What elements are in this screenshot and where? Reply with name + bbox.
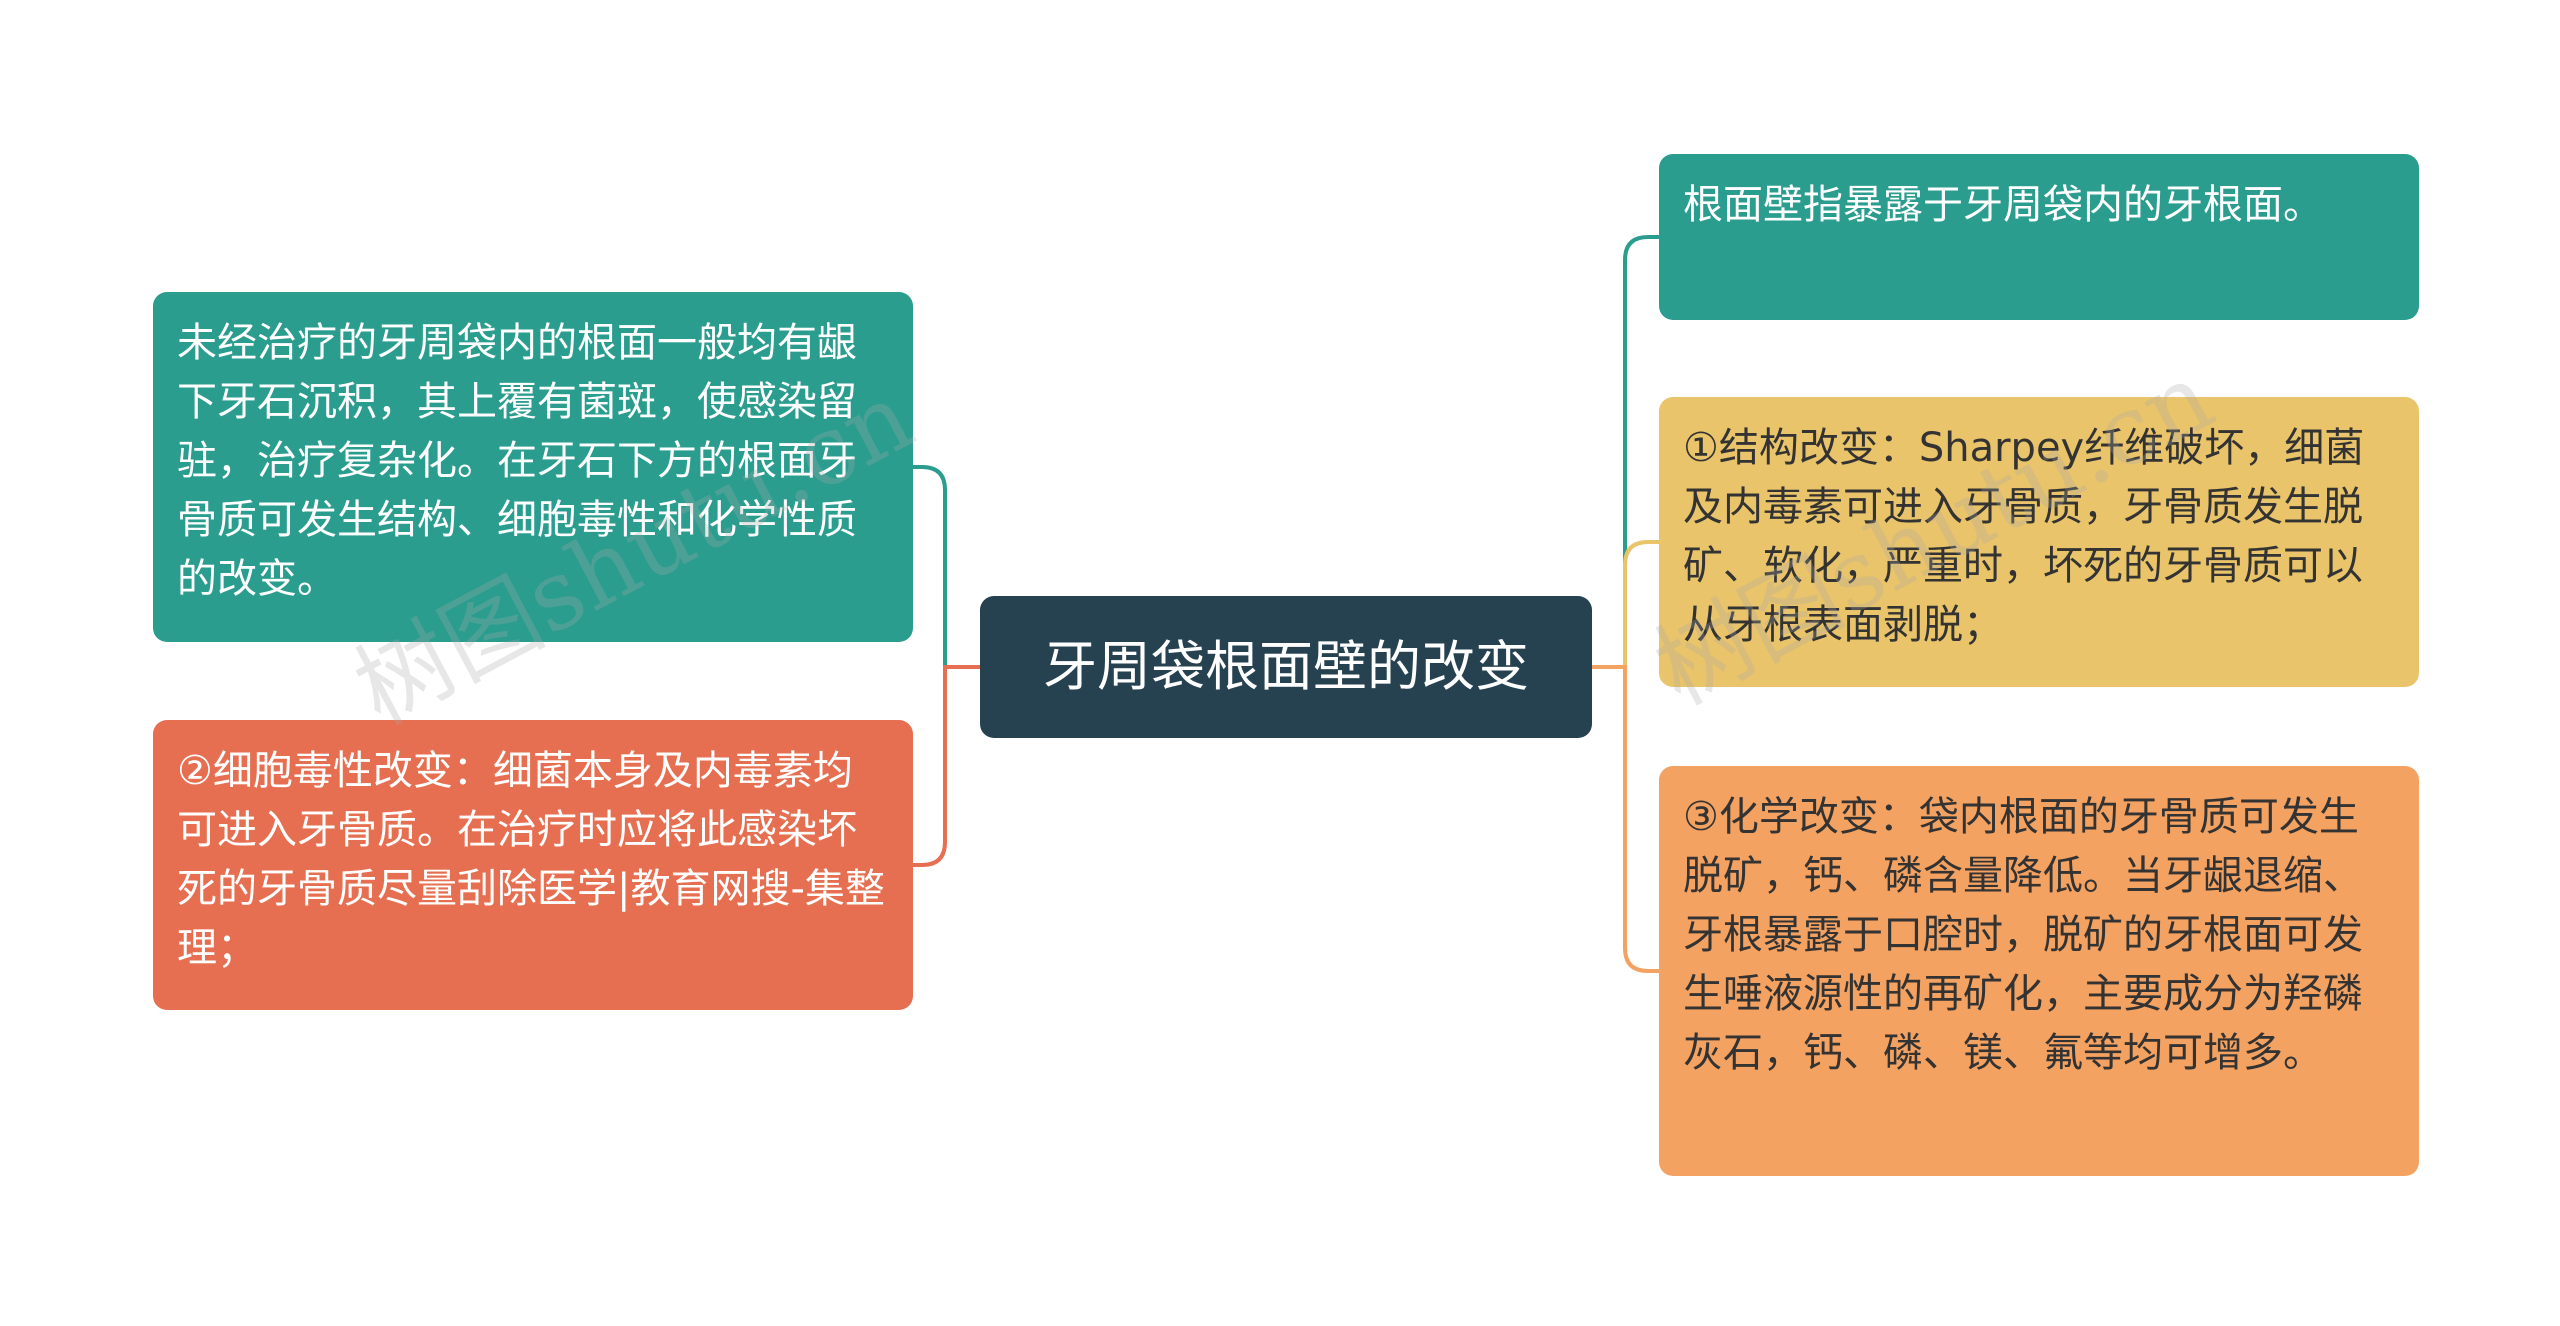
right-topic-1[interactable]: 根面壁指暴露于牙周袋内的牙根面。 — [1659, 154, 2419, 320]
left-topic-1[interactable]: 未经治疗的牙周袋内的根面一般均有龈下牙石沉积，其上覆有菌斑，使感染留驻，治疗复杂… — [153, 292, 913, 642]
connector-root-to-left-1 — [913, 465, 980, 669]
root-topic[interactable]: 牙周袋根面壁的改变 — [980, 596, 1592, 738]
right-topic-3[interactable]: ③化学改变：袋内根面的牙骨质可发生脱矿，钙、磷含量降低。当牙龈退缩、牙根暴露于口… — [1659, 766, 2419, 1176]
connector-root-to-right-1 — [1592, 235, 1659, 669]
connector-root-to-right-3 — [1592, 665, 1659, 973]
connector-root-to-right-2 — [1592, 540, 1659, 669]
connector-root-to-left-2 — [913, 665, 980, 867]
root-topic-label: 牙周袋根面壁的改变 — [1043, 635, 1529, 698]
left-topic-2[interactable]: ②细胞毒性改变：细菌本身及内毒素均可进入牙骨质。在治疗时应将此感染坏死的牙骨质尽… — [153, 720, 913, 1010]
left-topic-2-text: ②细胞毒性改变：细菌本身及内毒素均可进入牙骨质。在治疗时应将此感染坏死的牙骨质尽… — [177, 748, 885, 971]
left-topic-1-text: 未经治疗的牙周袋内的根面一般均有龈下牙石沉积，其上覆有菌斑，使感染留驻，治疗复杂… — [177, 320, 857, 602]
right-topic-2-text: ①结构改变：Sharpey纤维破坏，细菌及内毒素可进入牙骨质，牙骨质发生脱矿、软… — [1683, 425, 2365, 648]
right-topic-1-text: 根面壁指暴露于牙周袋内的牙根面。 — [1683, 182, 2323, 228]
right-topic-3-text: ③化学改变：袋内根面的牙骨质可发生脱矿，钙、磷含量降低。当牙龈退缩、牙根暴露于口… — [1683, 794, 2363, 1076]
right-topic-2[interactable]: ①结构改变：Sharpey纤维破坏，细菌及内毒素可进入牙骨质，牙骨质发生脱矿、软… — [1659, 397, 2419, 687]
